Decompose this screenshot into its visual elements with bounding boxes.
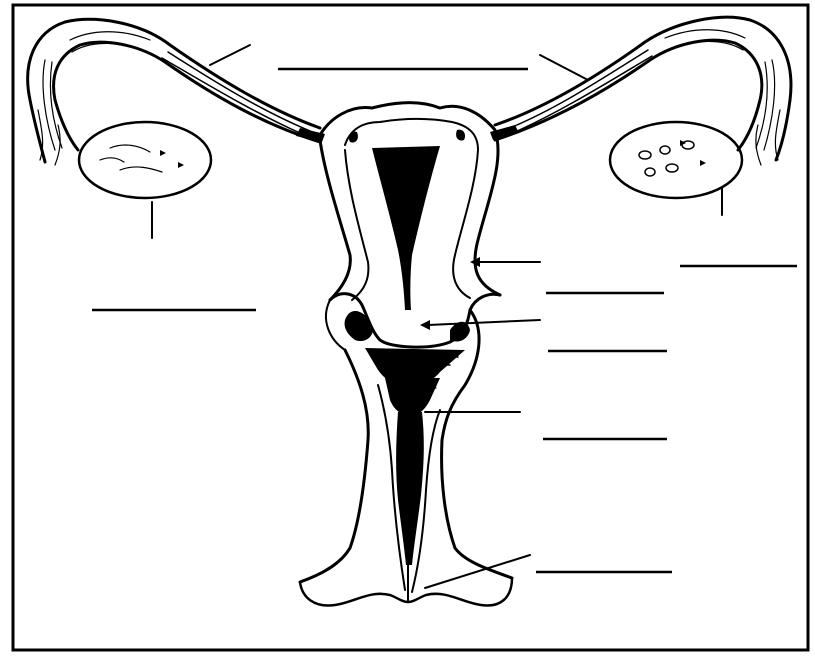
- fallopian-tube-right: [490, 17, 791, 165]
- pointer-vaginal-opening: [425, 555, 530, 588]
- fallopian-tube-left: [28, 19, 325, 165]
- pointer-right-tube: [540, 55, 588, 80]
- ovary-right: [610, 122, 742, 215]
- uterine-cavity: [372, 146, 440, 310]
- cervix: [326, 294, 500, 416]
- pointer-cervical-canal: [428, 320, 540, 325]
- ovary-left: [79, 122, 211, 238]
- pointer-left-tube: [210, 45, 250, 65]
